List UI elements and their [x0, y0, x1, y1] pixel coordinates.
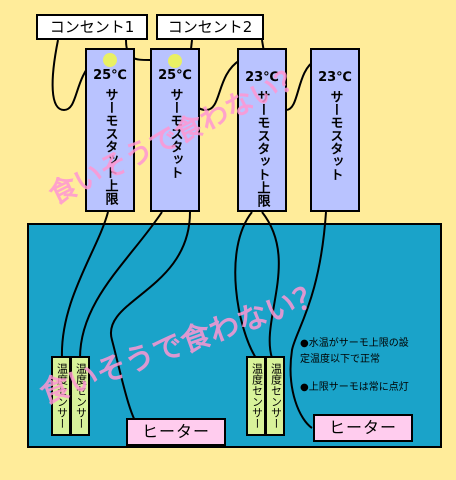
cable-outlet1-thermo1	[51, 39, 95, 112]
thermostat-label: サーモスタット	[327, 90, 343, 181]
thermostat-4: 23℃ サーモスタット	[310, 48, 360, 212]
sensor-label: 温度センサー	[269, 363, 283, 429]
thermostat-temperature: 23℃	[318, 70, 352, 85]
thermostat-temperature: 25℃	[158, 68, 192, 83]
indicator-lamp	[168, 54, 182, 68]
sensor-label: 温度センサー	[74, 363, 88, 429]
cable-thermo3-sensor4	[261, 211, 280, 359]
cable-thermo3-sensor3	[234, 211, 257, 359]
temperature-sensor-4: 温度センサー	[265, 356, 285, 436]
temperature-sensor-3: 温度センサー	[246, 356, 266, 436]
thermostat-label: サーモスタット	[167, 88, 183, 179]
note-line-2: 定温度以下で正常	[300, 354, 380, 365]
note-block: ●水温がサーモ上限の設 定温度以下で正常 ●上限サーモは常に点灯	[300, 336, 448, 396]
thermostat-label: サーモスタット上限	[254, 90, 270, 207]
temperature-sensor-2: 温度センサー	[70, 356, 90, 436]
cable-thermo1-sensor1	[60, 211, 109, 359]
thermostat-3: 23℃ サーモスタット上限	[237, 48, 287, 212]
heater-2: ヒーター	[313, 414, 413, 442]
outlet-1-label: コンセント1	[36, 14, 148, 40]
water-tank	[27, 223, 442, 448]
thermostat-temperature: 23℃	[245, 70, 279, 85]
note-line-1: ●水温がサーモ上限の設	[300, 338, 409, 349]
thermostat-2: 25℃ サーモスタット	[150, 48, 200, 212]
thermostat-temperature: 25℃	[93, 68, 127, 83]
thermostat-1: 25℃ サーモスタット上限	[85, 48, 135, 212]
sensor-label: 温度センサー	[250, 363, 264, 429]
heater-1: ヒーター	[126, 418, 226, 446]
outlet-2-label: コンセント2	[156, 14, 264, 40]
cable-thermo4-heater2	[289, 211, 327, 429]
indicator-lamp	[103, 53, 117, 67]
cable-thermo2-sensor2	[79, 211, 163, 359]
note-line-3: ●上限サーモは常に点灯	[300, 382, 409, 393]
thermostat-label: サーモスタット上限	[102, 88, 118, 205]
sensor-label: 温度センサー	[55, 363, 69, 429]
cable-thermo2-heater1	[109, 211, 191, 429]
